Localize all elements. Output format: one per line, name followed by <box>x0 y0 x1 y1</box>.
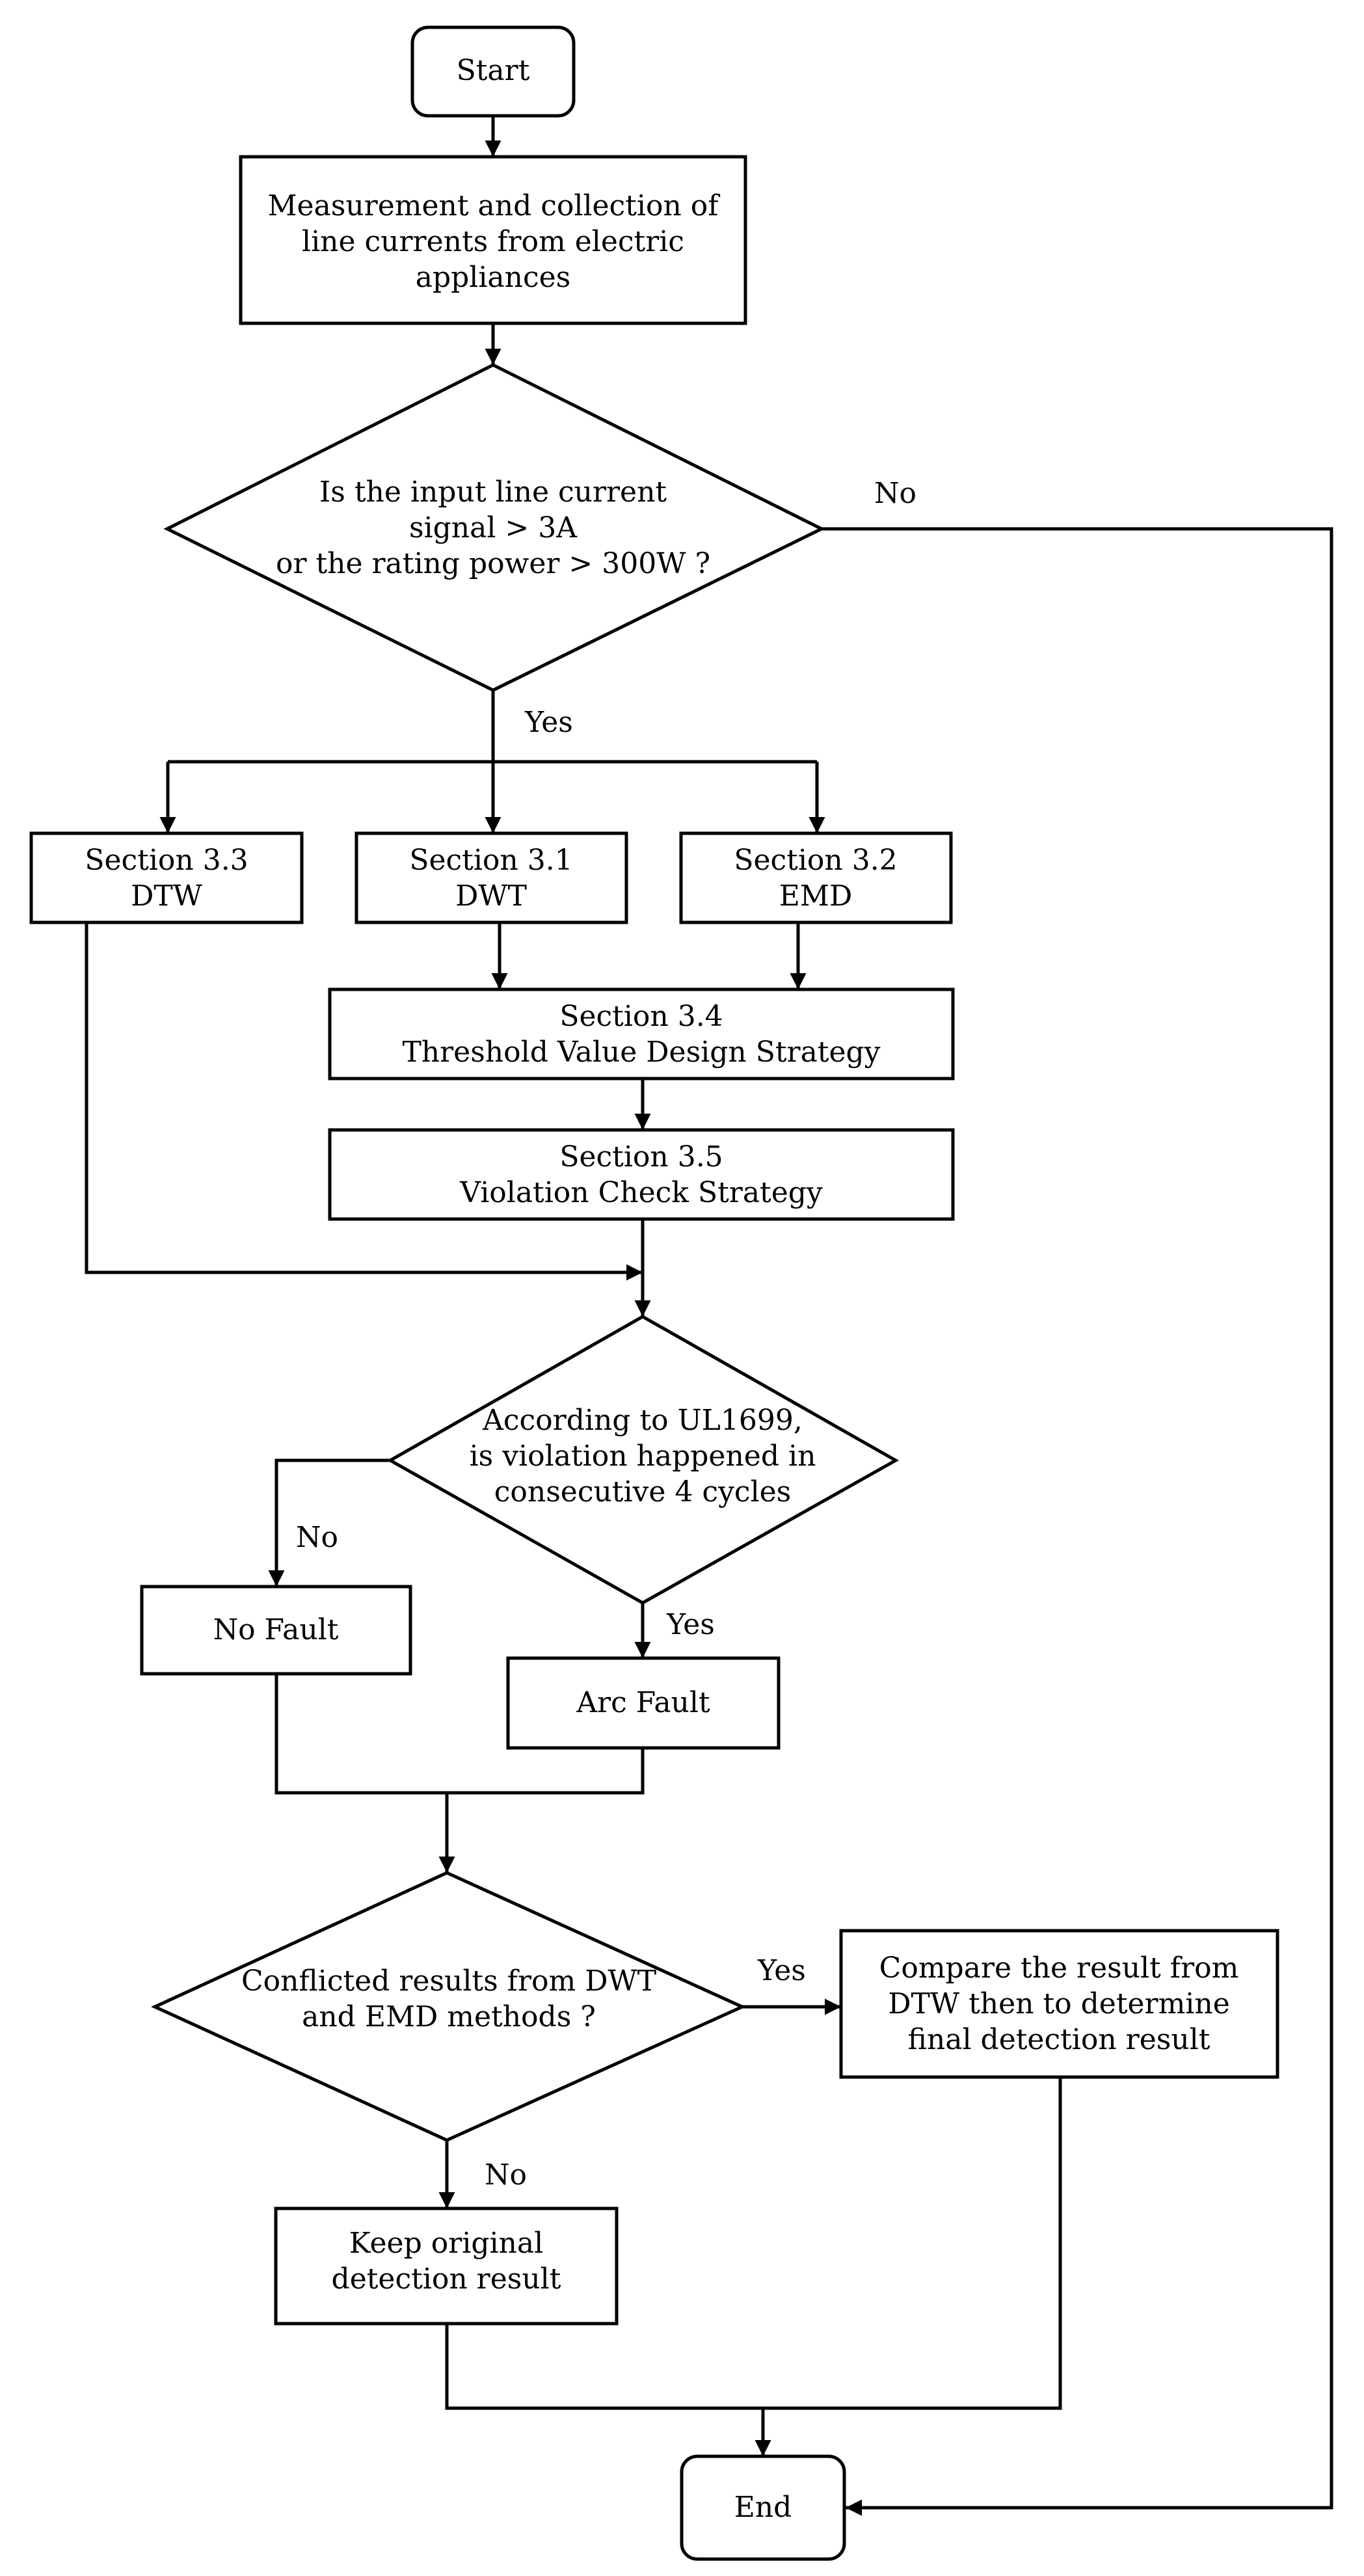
edge-label-ul-no: No <box>296 1521 338 1554</box>
decision-ul-line-3: consecutive 4 cycles <box>494 1475 792 1509</box>
compare-line-3: final detection result <box>908 2023 1210 2056</box>
keep-original-box: Keep original detection result <box>274 2207 619 2326</box>
threshold-line-2: Threshold Value Design Strategy <box>402 1036 880 1069</box>
threshold-box: Section 3.4 Threshold Value Design Strat… <box>328 987 955 1080</box>
arc-fault-box: Arc Fault <box>506 1656 781 1750</box>
measurement-process: Measurement and collection of line curre… <box>239 155 747 325</box>
compare-line-2: DTW then to determine <box>888 1987 1230 2020</box>
dwt-line-1: Section 3.1 <box>409 844 572 877</box>
emd-line-1: Section 3.2 <box>734 844 897 877</box>
violation-line-1: Section 3.5 <box>559 1140 723 1174</box>
decision-ul1699: According to UL1699, is violation happen… <box>386 1315 900 1605</box>
threshold-line-1: Section 3.4 <box>559 1000 723 1033</box>
arrow-ul-no-to-no-fault <box>268 1458 390 1587</box>
start-label: Start <box>457 54 530 87</box>
keep-line-2: detection result <box>332 2262 561 2296</box>
decision-input-line-3: or the rating power > 300W ? <box>276 547 710 580</box>
measurement-line-3: appliances <box>416 261 571 294</box>
emd-line-2: EMD <box>779 879 852 913</box>
edge-label-conflict-yes: Yes <box>757 1954 806 1987</box>
compare-line-1: Compare the result from <box>879 1952 1239 1985</box>
arc-fault-label: Arc Fault <box>576 1686 710 1719</box>
line-keep-to-end-join <box>445 2077 1062 2410</box>
dtw-box: Section 3.3 DTW <box>29 831 304 924</box>
violation-line-2: Violation Check Strategy <box>459 1176 823 1209</box>
dwt-line-2: DWT <box>455 879 527 913</box>
decision-input-line-2: signal > 3A <box>409 511 578 544</box>
emd-box: Section 3.2 EMD <box>679 831 953 924</box>
edge-label-conflict-no: No <box>485 2158 527 2192</box>
start-node: Start <box>410 25 576 118</box>
no-fault-box: No Fault <box>140 1585 412 1676</box>
measurement-line-2: line currents from electric <box>302 225 684 258</box>
no-fault-label: No Fault <box>213 1613 339 1646</box>
dtw-line-1: Section 3.3 <box>85 844 248 877</box>
line-no-fault-to-join <box>274 1674 645 1795</box>
edge-label-input-no: No <box>874 477 916 510</box>
end-node: End <box>680 2454 846 2561</box>
edge-label-ul-yes: Yes <box>666 1608 715 1641</box>
violation-box: Section 3.5 Violation Check Strategy <box>328 1128 955 1221</box>
decision-conflict-line-2: and EMD methods ? <box>302 2000 596 2033</box>
end-label: End <box>734 2491 792 2524</box>
decision-conflict: Conflicted results from DWT and EMD meth… <box>150 1871 747 2142</box>
dtw-line-2: DTW <box>131 879 203 913</box>
decision-input-line-1: Is the input line current <box>319 476 667 509</box>
edge-label-input-yes: Yes <box>524 706 573 739</box>
arrow-decision-no-to-end <box>822 527 1333 2516</box>
decision-ul-line-2: is violation happened in <box>470 1440 816 1473</box>
compare-box: Compare the result from DTW then to dete… <box>839 1929 1279 2079</box>
decision-conflict-line-1: Conflicted results from DWT <box>241 1965 656 1998</box>
arrow-dtw-to-merge <box>85 922 643 1281</box>
keep-line-1: Keep original <box>349 2227 543 2260</box>
decision-ul-line-1: According to UL1699, <box>482 1404 803 1437</box>
dwt-box: Section 3.1 DWT <box>354 831 628 924</box>
connectors <box>85 116 1333 2516</box>
decision-input-current: Is the input line current signal > 3A or… <box>163 363 825 692</box>
measurement-line-1: Measurement and collection of <box>267 189 720 222</box>
